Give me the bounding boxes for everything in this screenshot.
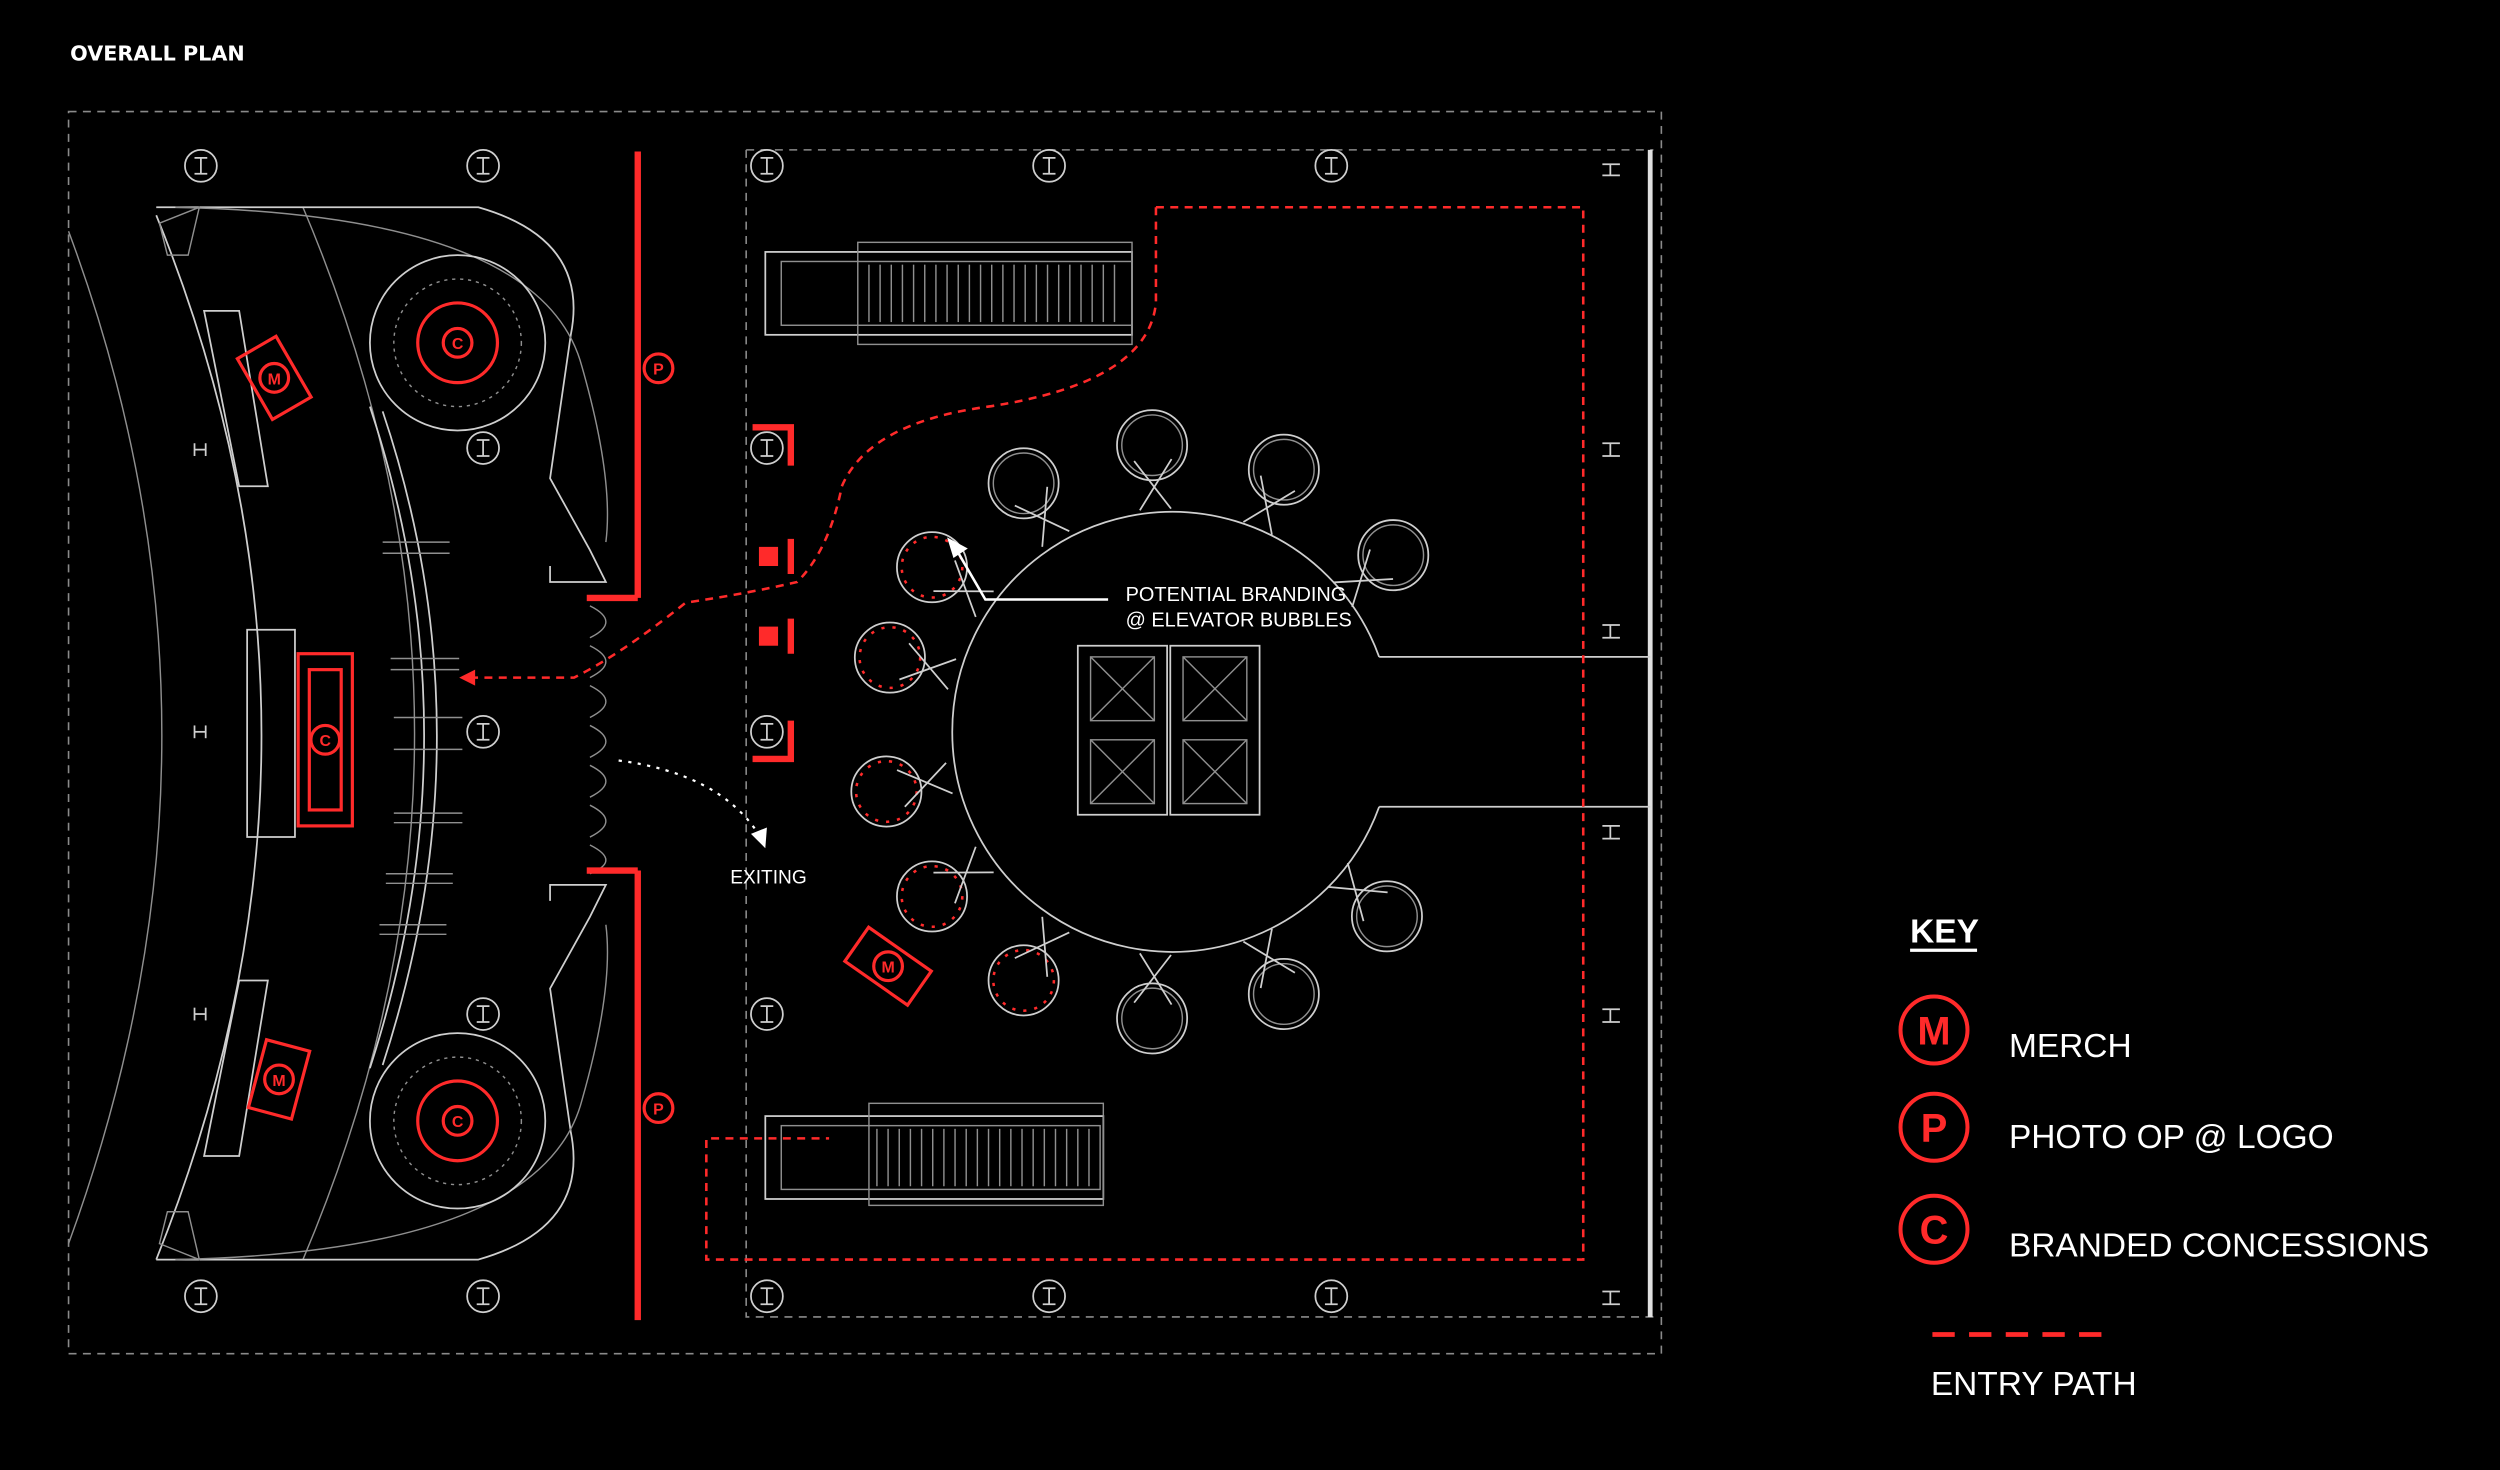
column-icon: [466, 148, 500, 183]
branding-label-2: @ ELEVATOR BUBBLES: [1126, 610, 1352, 632]
merch-marker: M: [258, 361, 291, 394]
plan-boundary: [67, 110, 1663, 1355]
column-icon: [1314, 148, 1349, 183]
svg-text:P: P: [1921, 1107, 1948, 1151]
stair-treads: [379, 541, 463, 936]
legend-concessions-item: C BRANDED CONCESSIONS: [1898, 1193, 2429, 1265]
branding-leader: [955, 549, 1109, 601]
svg-text:M: M: [1917, 1009, 1950, 1053]
legend-heading: KEY: [1910, 913, 1979, 950]
exiting-arrow-head: [750, 827, 767, 849]
column-icon: [750, 431, 784, 465]
concessions-marker: C: [309, 723, 342, 756]
elevator-bubble: [896, 531, 994, 618]
svg-text:M: M: [268, 371, 281, 388]
elevator-bubble: [987, 447, 1070, 547]
entry-path-arrow: [459, 669, 476, 686]
elevator-bubble: [896, 846, 994, 933]
spiral-stair-top: [369, 254, 547, 432]
elevator-rotunda: [951, 510, 1651, 953]
merch-kiosk-top: [235, 334, 314, 422]
entry-path: [470, 207, 1158, 679]
photo-op-marker: [1898, 1091, 1970, 1163]
legend-photo-item: P PHOTO OP @ LOGO: [1898, 1091, 2334, 1163]
svg-text:C: C: [319, 733, 331, 750]
elevator-bubble: [850, 755, 953, 828]
column-icon: [466, 431, 500, 465]
merch-marker: [1898, 994, 1970, 1066]
concessions-marker: C: [441, 326, 474, 359]
legend-photo-label: PHOTO OP @ LOGO: [2009, 1119, 2334, 1156]
svg-text:C: C: [452, 1114, 464, 1131]
elevator-bubble: [1116, 409, 1189, 511]
column-icon: [1314, 1279, 1349, 1314]
photo-op-marker: P: [642, 1092, 675, 1125]
svg-text:M: M: [881, 960, 894, 977]
merch-kiosk-bottom: [246, 1037, 312, 1122]
column-icon: [1032, 1279, 1066, 1314]
column-grid: [184, 148, 1349, 1314]
column-icon: [466, 997, 500, 1031]
column-icon: [750, 1279, 784, 1314]
elevator-bubble: [853, 621, 957, 694]
photo-op-marker: P: [642, 352, 675, 385]
svg-text:M: M: [272, 1073, 285, 1090]
escalator-icon: [764, 241, 1133, 346]
svg-text:P: P: [653, 1101, 664, 1118]
column-icon: [466, 715, 500, 749]
entry-path-loop: [705, 205, 1585, 1261]
column-icon: [184, 1279, 218, 1314]
exiting-label: EXITING: [730, 867, 807, 888]
elevator-bubble: [1116, 952, 1189, 1055]
elevator-bubbles: [850, 409, 1430, 1055]
branding-leader-head: [947, 537, 968, 559]
legend-merch-label: MERCH: [2009, 1028, 2132, 1065]
column-icon: [750, 148, 784, 183]
elevator-bubble: [987, 916, 1070, 1017]
spiral-stair-bottom: [369, 1032, 547, 1210]
concessions-marker: [1898, 1193, 1970, 1265]
column-icon: [466, 1279, 500, 1314]
legend: KEY M MERCH P PHOTO OP @ LOGO C BRANDED …: [1898, 913, 2429, 1403]
column-icon: [750, 997, 784, 1031]
column-icon: [750, 715, 784, 749]
concessions-marker: C: [441, 1104, 474, 1137]
elevator-icon: [1076, 644, 1261, 816]
arena-concourse-walls: [67, 206, 609, 1261]
merch-marker: M: [872, 950, 905, 983]
elevator-bubble: [1242, 928, 1320, 1030]
elevator-bubble: [1327, 862, 1423, 953]
exiting-arrow: [618, 759, 759, 833]
merch-kiosk-rotunda: [842, 925, 934, 1008]
legend-entry-path-label: ENTRY PATH: [1931, 1366, 2137, 1403]
escalator-icon: [764, 1102, 1105, 1207]
grid-marks: [193, 443, 207, 1021]
escalator-steps: [876, 1128, 1090, 1187]
elevator-bubble: [1242, 433, 1320, 535]
photo-op-brackets: [752, 424, 795, 763]
branding-label-1: POTENTIAL BRANDING: [1126, 584, 1347, 606]
elevator-bubble: [1332, 519, 1430, 608]
column-icon: [184, 148, 218, 183]
escalator-steps: [868, 264, 1116, 323]
svg-text:P: P: [653, 362, 664, 379]
building-outline: [745, 149, 1654, 1318]
wall-ticks: [1602, 163, 1620, 1306]
entry-doors: [589, 605, 607, 875]
column-icon: [1032, 148, 1066, 183]
svg-text:C: C: [1920, 1209, 1949, 1253]
svg-text:C: C: [452, 336, 464, 353]
plan-title: OVERALL PLAN: [70, 42, 245, 66]
legend-concessions-label: BRANDED CONCESSIONS: [2009, 1227, 2429, 1264]
legend-merch-item: M MERCH: [1898, 994, 2132, 1066]
merch-marker: M: [263, 1063, 295, 1096]
